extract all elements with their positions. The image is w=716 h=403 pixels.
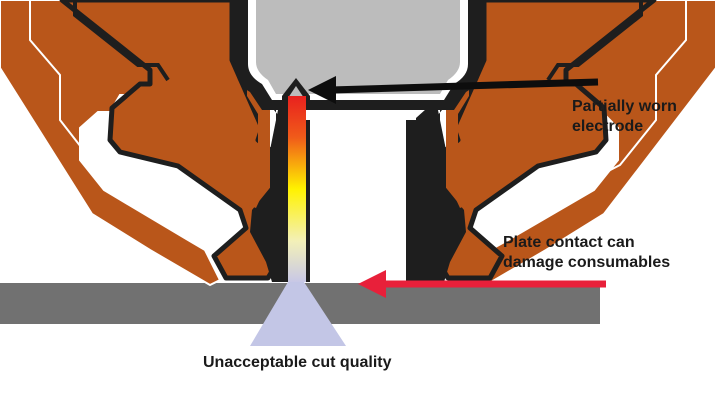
plate-contact-label-line1: Plate contact can bbox=[503, 234, 635, 251]
plate-contact-callout-arrow bbox=[358, 270, 606, 298]
worn-electrode-label-line2: electrode bbox=[572, 118, 644, 135]
electrode-callout-arrow bbox=[308, 76, 599, 104]
plasma-arc bbox=[288, 96, 306, 282]
cut-quality-label: Unacceptable cut quality bbox=[203, 354, 392, 371]
cut-quality-cone bbox=[250, 282, 346, 346]
worn-electrode-label-line1: Partially worn bbox=[572, 98, 677, 115]
worn-electrode-label: Partially worn electrode bbox=[572, 97, 677, 137]
electrode bbox=[236, 0, 480, 110]
plate-contact-label-line2: damage consumables bbox=[503, 254, 671, 271]
plate-contact-label: Plate contact can damage consumables bbox=[503, 233, 670, 273]
